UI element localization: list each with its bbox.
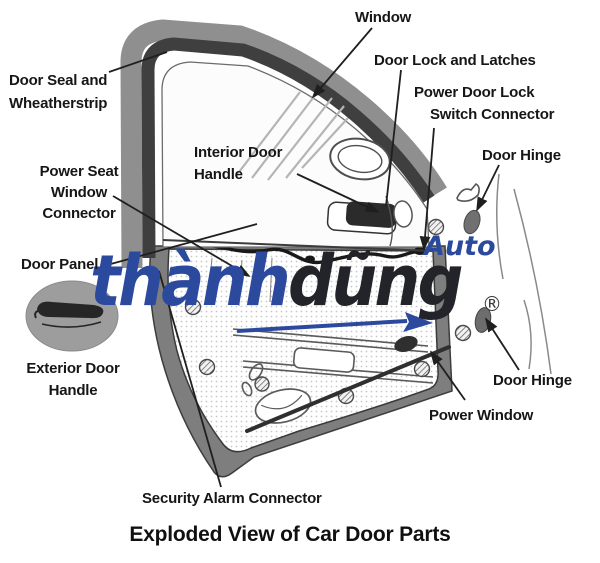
wiring-harness [166,240,421,265]
label-door-seal-and-weatherstrip: Door Seal and Wheatherstrip [9,72,108,112]
label-security-alarm-connector: Security Alarm Connector [142,490,322,507]
power-door-lock-arrow [419,127,435,251]
leader-lines [106,27,520,488]
label-door-hinge-top: Door Hinge [482,147,561,164]
label-power-seat-window-connector: Power Seat Window Connector [39,163,119,222]
label-exterior-door-handle: Exterior Door Handle [26,360,120,399]
hinge-top-art [463,209,481,235]
diagram-title: Exploded View of Car Door Parts [129,523,451,546]
belt-line [162,239,433,252]
label-window: Window [355,9,412,26]
harness-connector [305,255,315,263]
glass-reflection-streaks [235,91,349,181]
window-glass [161,61,430,248]
door-bottom-edge [245,345,451,433]
mirror-flap [456,182,480,202]
hinge-bottom-art [474,307,492,333]
label-door-lock-and-latches: Door Lock and Latches [374,52,536,69]
label-interior-door-handle: Interior Door Handle [194,144,283,183]
latch-art [394,335,418,353]
door-hinge-bottom-arrow [485,317,520,371]
panel-bolts [184,218,472,405]
door-edge-contours [496,173,552,375]
label-door-panel: Door Panel [21,256,99,273]
label-door-hinge-bottom: Door Hinge [493,372,572,389]
exterior-handle-art [25,280,119,352]
security-alarm-line [158,270,222,488]
label-power-window: Power Window [429,407,534,424]
door-seal-line [108,51,168,73]
power-window-arrow [429,350,466,401]
label-power-door-lock-switch-connector: Power Door Lock Switch Connector [414,84,555,123]
interior-handle-arrow [296,173,380,213]
door-lock-art [385,195,413,247]
door-lock-line [385,69,402,207]
power-seat-arrow [112,195,251,277]
door-pull-cup [329,137,391,181]
frame-seal-band [141,37,435,259]
door-hinge-top-arrow [476,164,500,212]
door-panel-line [106,223,258,266]
frame-outer-band [120,19,447,269]
window-arrow [311,27,373,99]
